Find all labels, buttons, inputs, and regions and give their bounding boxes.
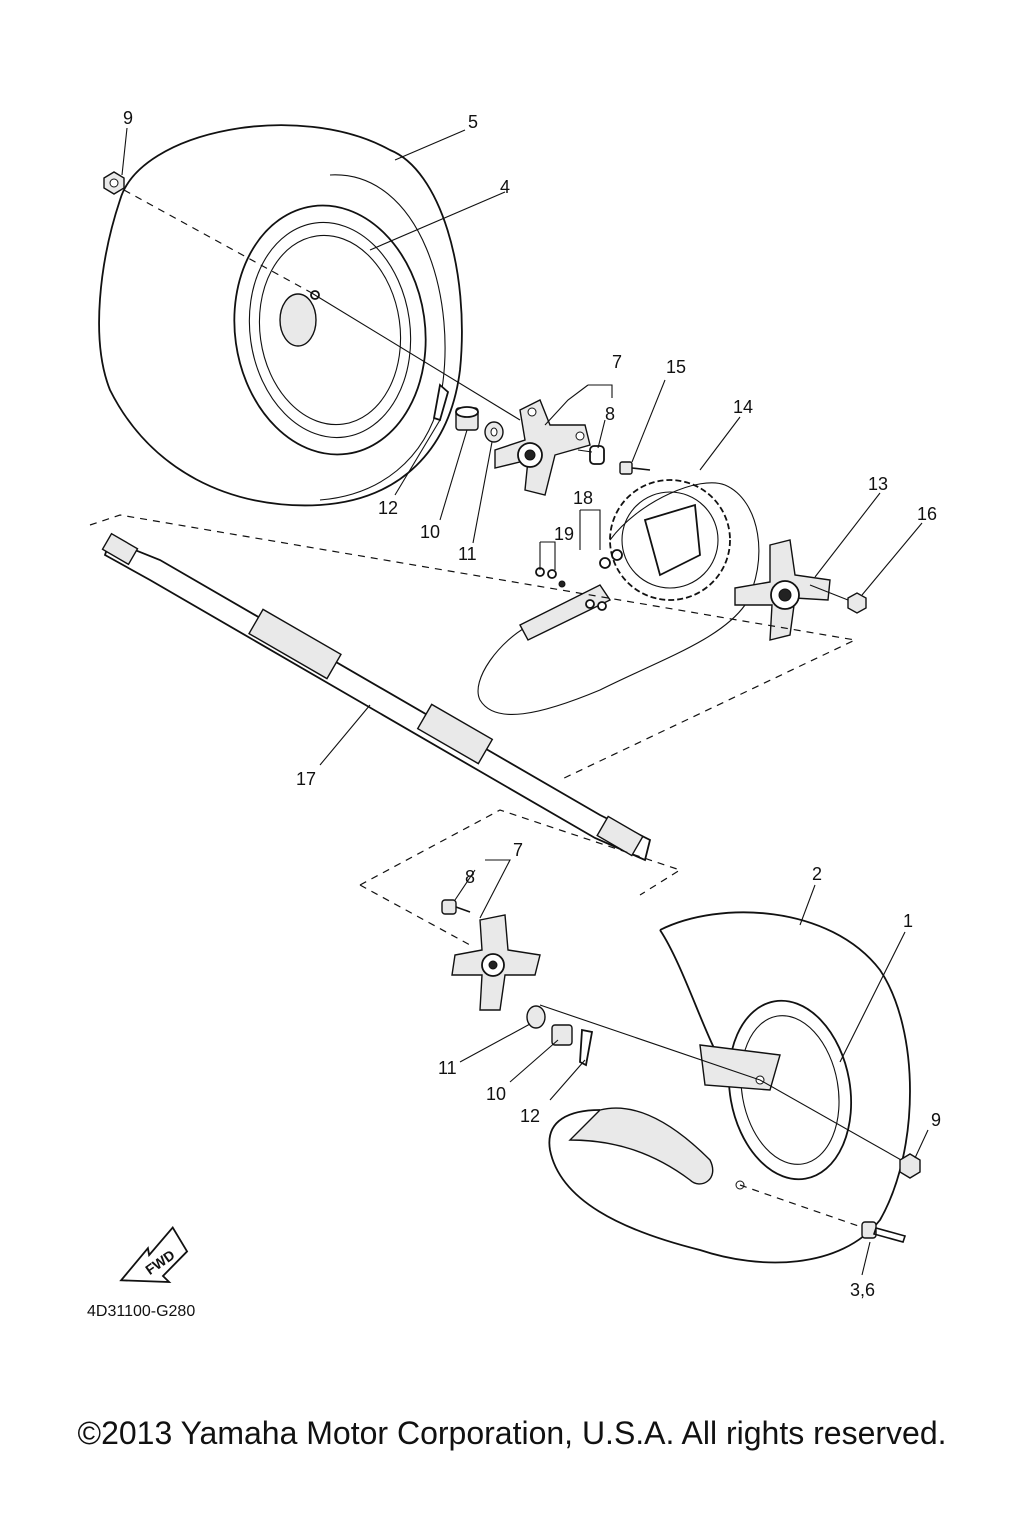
callout-8-bottom: 8 — [465, 867, 475, 887]
callout-16: 16 — [917, 504, 937, 524]
callout-9-top: 9 — [123, 108, 133, 128]
callout-13: 13 — [868, 474, 888, 494]
drive-chain-loop — [477, 482, 760, 716]
callout-17: 17 — [296, 769, 316, 789]
callout-14: 14 — [733, 397, 753, 417]
callout-labels: 9 5 4 7 15 8 14 13 16 12 10 11 18 19 17 … — [87, 108, 941, 1320]
callout-18: 18 — [573, 488, 593, 508]
chain-joint-18-19 — [519, 549, 623, 641]
callout-7-bottom: 7 — [513, 840, 523, 860]
callout-3-6: 3,6 — [850, 1280, 875, 1300]
callout-5: 5 — [468, 112, 478, 132]
callout-4: 4 — [500, 177, 510, 197]
drawing-code: 4D31100-G280 — [87, 1303, 195, 1320]
bolt-8-top — [577, 445, 605, 465]
bolt-8-bottom — [441, 899, 471, 915]
callout-11-bottom: 11 — [438, 1058, 457, 1078]
callout-2: 2 — [812, 864, 822, 884]
rear-wheel-right-assembly — [548, 911, 911, 1264]
nut-9-bottom — [899, 1153, 921, 1179]
castle-nut-10-top — [455, 406, 479, 431]
callout-11-top: 11 — [458, 544, 477, 564]
callout-10-top: 10 — [420, 522, 440, 542]
callout-19: 19 — [554, 524, 574, 544]
hub-7-bottom — [451, 914, 541, 1011]
callout-1: 1 — [903, 911, 913, 931]
nut-9-top — [103, 171, 125, 195]
bolt-15 — [619, 461, 651, 475]
rear-wheel-left-assembly — [98, 124, 463, 507]
callout-10-bottom: 10 — [486, 1084, 506, 1104]
hub-7-top — [494, 399, 591, 496]
castle-nut-10-bottom — [551, 1024, 573, 1046]
leader-lines — [121, 127, 929, 1276]
callout-7-top: 7 — [612, 352, 622, 372]
hub-13 — [734, 539, 831, 641]
valve-stem-3-6 — [861, 1221, 907, 1243]
callout-8-top: 8 — [605, 404, 615, 424]
callout-15: 15 — [666, 357, 686, 377]
callout-9-bottom: 9 — [931, 1110, 941, 1130]
copyright-notice: ©2013 Yamaha Motor Corporation, U.S.A. A… — [77, 1415, 947, 1451]
sprocket-14 — [609, 479, 731, 601]
nut-16 — [847, 592, 867, 614]
forward-direction-arrow: FWD — [119, 1226, 189, 1283]
washer-11-bottom — [526, 1005, 546, 1029]
cotter-pin-12-bottom — [579, 1028, 594, 1067]
callout-12-bottom: 12 — [520, 1106, 540, 1126]
callout-12-top: 12 — [378, 498, 398, 518]
rear-axle-17 — [101, 532, 652, 862]
